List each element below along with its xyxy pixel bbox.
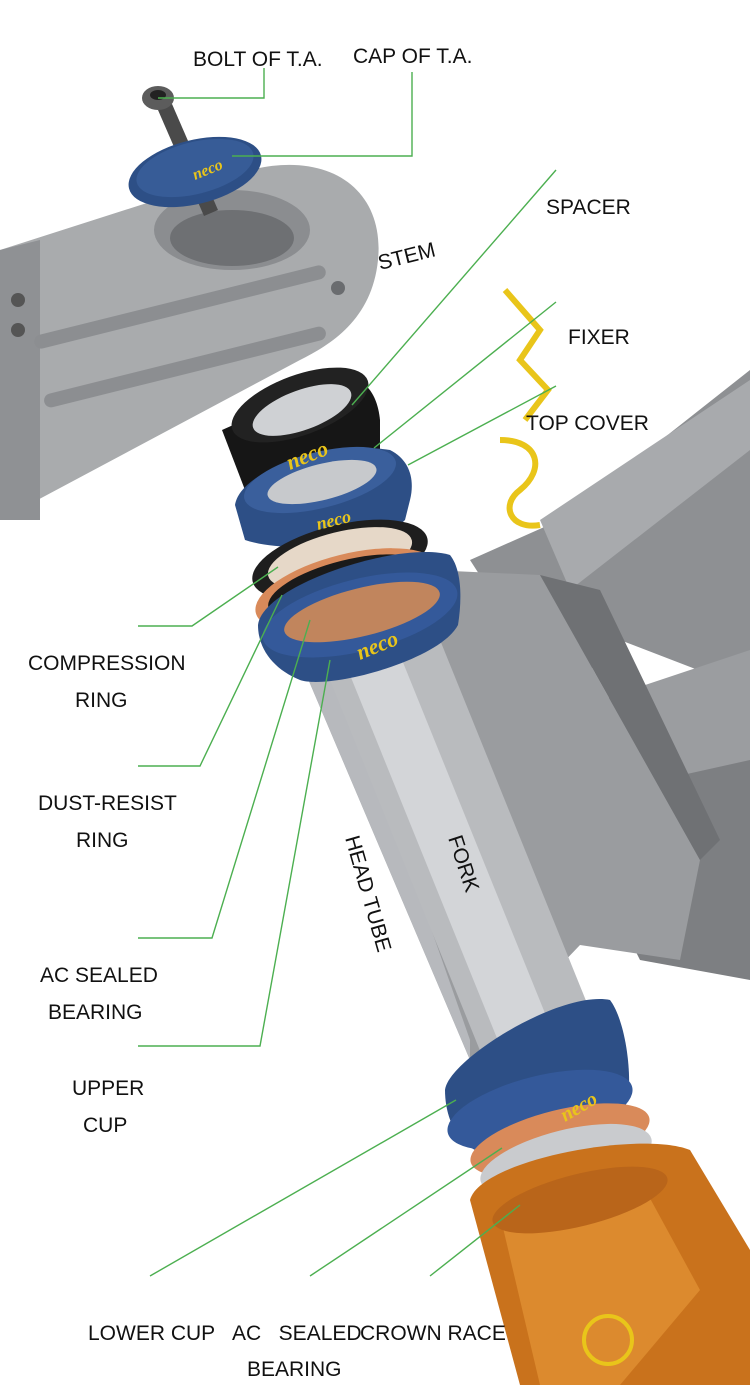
leader-dust	[138, 594, 283, 767]
fork-crown	[470, 1143, 750, 1385]
label-top-cover: TOP COVER	[526, 412, 649, 435]
leader-compression	[138, 566, 279, 627]
leader-ac-bottom	[309, 1147, 503, 1277]
stem-clamp-hole-inner	[170, 210, 294, 266]
label-upper-cup-line2: CUP	[83, 1114, 127, 1137]
upper-cup	[258, 552, 461, 682]
callout-labels: BOLT OF T.A. CAP OF T.A. STEM SPACER FIX…	[28, 45, 649, 1381]
stem-bolt-hole-1	[11, 293, 25, 307]
label-dust-line2: RING	[76, 829, 129, 852]
leader-bolt	[158, 68, 265, 99]
label-fixer: FIXER	[568, 326, 630, 349]
frame-logo-stroke-2	[499, 437, 541, 529]
label-stem: STEM	[376, 238, 438, 274]
leader-top-cover	[407, 385, 557, 466]
leader-lower-cup	[149, 1099, 457, 1277]
stem-groove-2	[44, 326, 326, 408]
top-assembly-cap	[128, 136, 262, 208]
stem-face-dark	[0, 240, 40, 520]
spacer-hole	[252, 384, 352, 436]
leader-cap	[232, 72, 413, 157]
label-spacer: SPACER	[546, 196, 631, 219]
label-bolt: BOLT OF T.A.	[193, 48, 323, 71]
upper-cup-hole	[284, 581, 440, 643]
leader-fixer	[373, 301, 557, 449]
top-cover-hole	[267, 459, 377, 505]
leader-ac-sealed	[138, 619, 311, 939]
label-ac-sealed-bottom-line1: AC SEALED	[232, 1322, 362, 1345]
label-ac-sealed-line2: BEARING	[48, 1001, 143, 1024]
frame-logo	[499, 288, 552, 529]
fork-steerer	[330, 640, 610, 1100]
leader-upper-cup	[138, 659, 331, 1047]
label-crown-race: CROWN RACE	[360, 1322, 506, 1345]
label-upper-cup-line1: UPPER	[72, 1077, 144, 1100]
frame-logo-stroke-1	[502, 288, 552, 422]
fork-crown-top	[492, 1166, 668, 1234]
stem-side-hole	[331, 281, 345, 295]
head-tube-lug-side	[540, 575, 720, 860]
stem-bolt-hole-2	[11, 323, 25, 337]
fork-crown-logo	[582, 1314, 634, 1366]
leader-spacer	[351, 169, 557, 406]
label-lower-cup: LOWER CUP	[88, 1322, 215, 1345]
stem	[0, 164, 379, 520]
leader-crown-race	[429, 1204, 521, 1277]
head-tube-lug-shadow	[300, 640, 470, 1060]
label-ac-sealed-line1: AC SEALED	[40, 964, 158, 987]
fork-steerer-shine	[350, 655, 570, 1095]
label-compression-line1: COMPRESSION	[28, 652, 186, 675]
label-compression-line2: RING	[75, 689, 128, 712]
leader-lines	[138, 68, 557, 1277]
stem-groove-1	[34, 265, 326, 349]
label-ac-sealed-bottom-line2: BEARING	[247, 1358, 342, 1381]
top-tube-highlight	[540, 380, 750, 590]
label-dust-line1: DUST-RESIST	[38, 792, 177, 815]
cap-disc-top	[136, 138, 254, 198]
label-cap: CAP OF T.A.	[353, 45, 472, 68]
